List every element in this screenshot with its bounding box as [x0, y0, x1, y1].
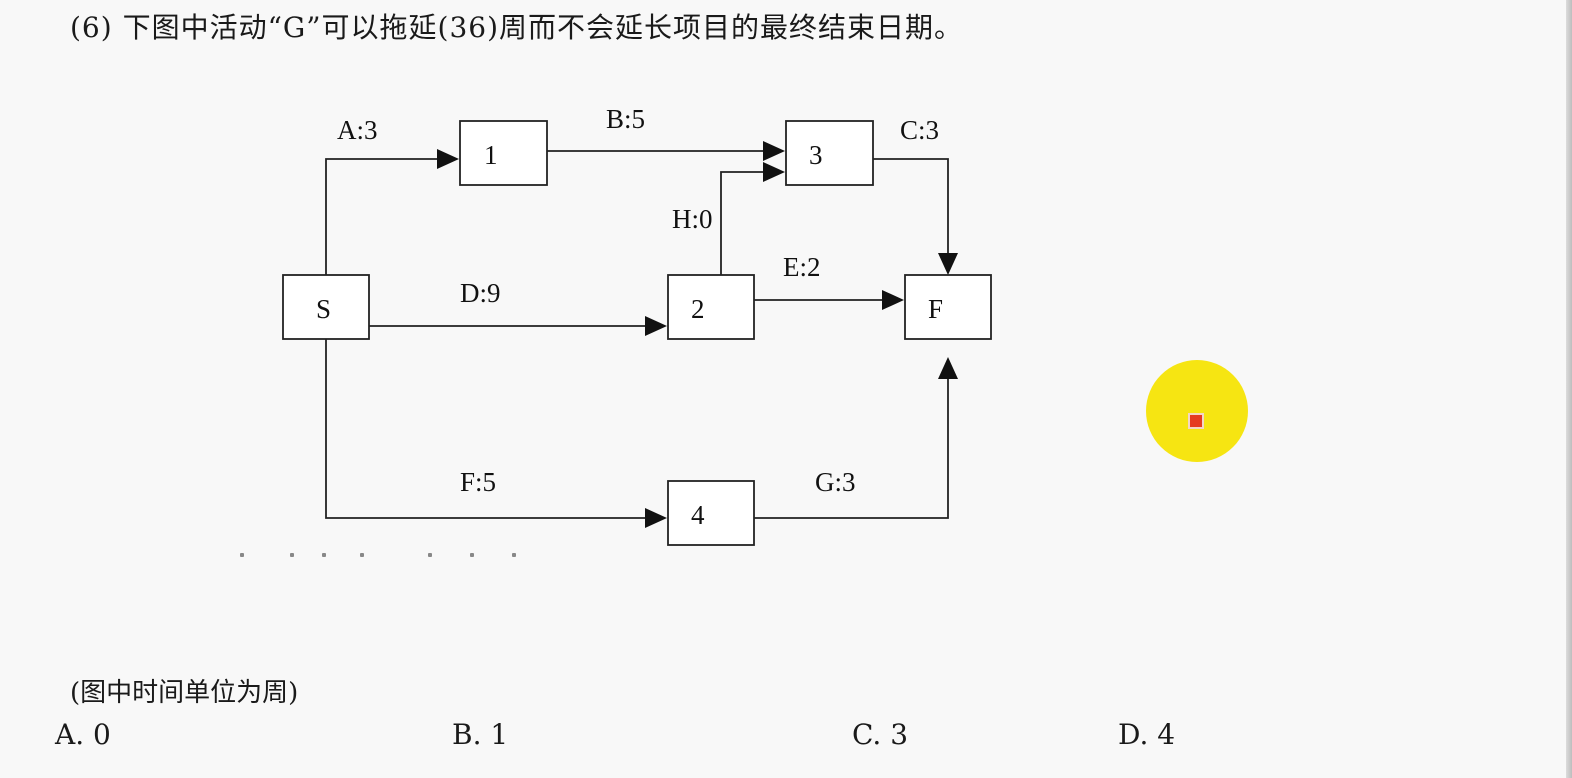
edge-c-line [873, 158, 949, 253]
unit-note: (图中时间单位为周) [70, 678, 299, 708]
edge-label-g: G:3 [815, 467, 856, 497]
scan-smudge [240, 553, 244, 557]
edge-f-arrow [645, 508, 667, 528]
node-f-label: F [928, 294, 943, 324]
edge-label-h: H:0 [672, 204, 713, 234]
scan-smudge [360, 553, 364, 557]
edge-h-line [720, 171, 763, 275]
node-3-label: 3 [809, 140, 823, 170]
question-text: (6) 下图中活动“G”可以拖延(36)周而不会延长项目的最终结束日期。 [70, 11, 964, 44]
node-s: S [282, 274, 370, 340]
scan-smudge [428, 553, 432, 557]
edge-g-arrow [938, 357, 958, 379]
option-a[interactable]: A. 0 [55, 718, 111, 751]
edge-c-arrow [938, 253, 958, 275]
node-1-label: 1 [484, 140, 498, 170]
edge-label-d: D:9 [460, 278, 501, 308]
edge-a-line [325, 158, 437, 275]
option-d[interactable]: D. 4 [1118, 718, 1176, 751]
cursor-highlight [1146, 360, 1248, 462]
option-b[interactable]: B. 1 [452, 718, 509, 751]
window-edge [1566, 0, 1572, 778]
network-diagram: S 1 2 3 4 F A:3 B:5 C:3 D:9 E:2 H:0 F:5 … [282, 104, 992, 546]
scan-smudge [290, 553, 294, 557]
edge-b-arrow [763, 141, 785, 161]
node-2-label: 2 [691, 294, 705, 324]
edge-label-b: B:5 [606, 104, 645, 134]
node-1: 1 [459, 120, 548, 186]
edge-label-e: E:2 [783, 252, 821, 282]
scan-smudge [322, 553, 326, 557]
edge-d-arrow [645, 316, 667, 336]
edge-label-c: C:3 [900, 115, 939, 145]
edge-f-line [325, 339, 645, 519]
cursor-pointer-icon [1190, 415, 1202, 427]
edge-e-arrow [882, 290, 904, 310]
edge-h-arrow [763, 162, 785, 182]
node-2: 2 [667, 274, 755, 340]
node-s-label: S [316, 294, 331, 324]
node-4-label: 4 [691, 500, 705, 530]
edge-label-f: F:5 [460, 467, 496, 497]
node-3: 3 [785, 120, 874, 186]
node-4: 4 [667, 480, 755, 546]
edge-label-a: A:3 [337, 115, 378, 145]
edge-a-arrow [437, 149, 459, 169]
option-c[interactable]: C. 3 [852, 718, 909, 751]
scan-smudge [512, 553, 516, 557]
node-f: F [904, 274, 992, 340]
edge-g-line [754, 379, 949, 519]
scan-smudge [470, 553, 474, 557]
